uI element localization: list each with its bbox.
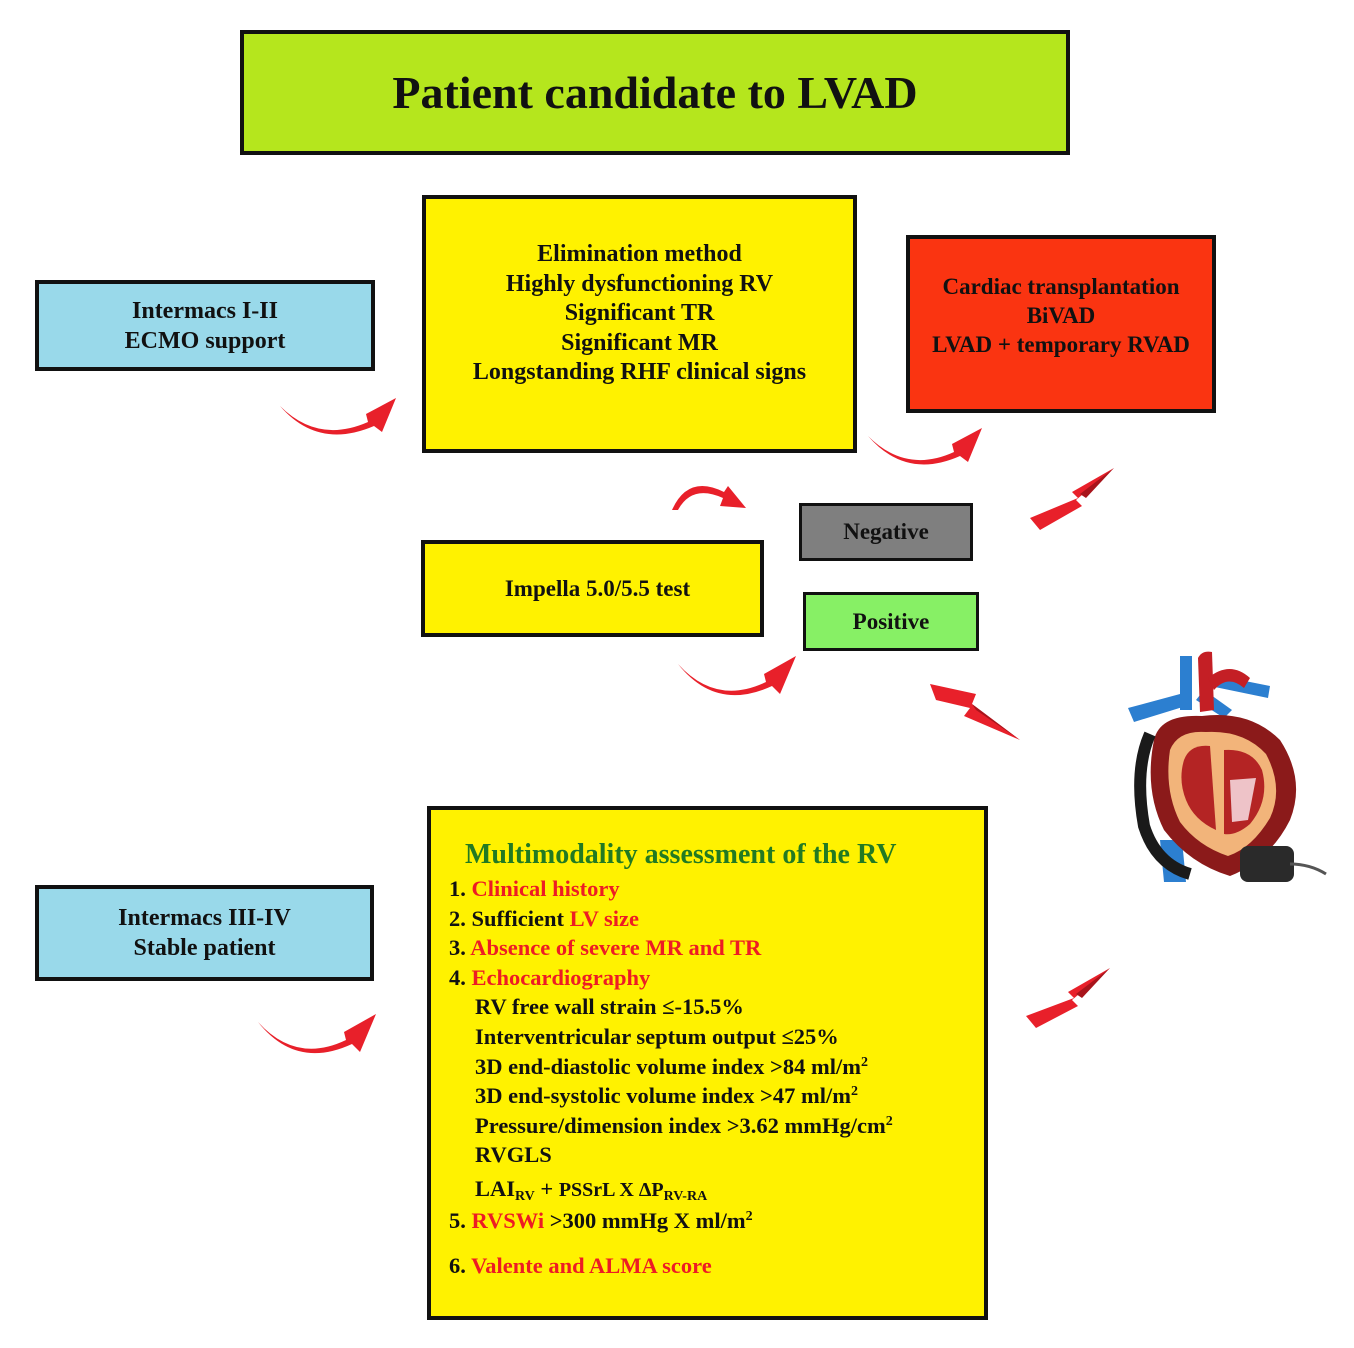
lai-text: LAI: [475, 1175, 516, 1201]
intermacs-high-line: ECMO support: [124, 327, 286, 354]
lightning-bolt-icon: [1026, 968, 1110, 1028]
item-highlight: Absence of severe MR and TR: [470, 935, 762, 961]
elimination-line: Highly dysfunctioning RV: [505, 270, 774, 297]
item-number: 1.: [449, 876, 466, 901]
item-highlight: Valente and ALMA score: [471, 1253, 712, 1279]
esvi-text: 3D end-systolic volume index >47 ml/m: [475, 1083, 851, 1109]
elimination-line: Elimination method: [537, 241, 742, 268]
intermacs-low-box: Intermacs III-IV Stable patient: [35, 885, 374, 981]
positive-label: Positive: [852, 608, 930, 634]
alternative-line: Cardiac transplantation: [942, 273, 1180, 299]
assessment-item-rvswi: 5. RVSWi >300 mmHg X ml/m2: [449, 1206, 753, 1236]
item-highlight: LV size: [569, 905, 640, 931]
intermacs-high-line: Intermacs I-II: [132, 297, 278, 324]
item-highlight: RVSWi: [471, 1207, 545, 1233]
elimination-line: Significant MR: [561, 329, 718, 356]
alternative-line: LVAD + temporary RVAD: [932, 331, 1190, 357]
item-number: 3.: [449, 935, 466, 961]
diagram-title: Patient candidate to LVAD: [392, 67, 918, 118]
assessment-item-clinical-history: 1. Clinical history: [449, 874, 620, 904]
assessment-item-scores: 6. Valente and ALMA score: [449, 1251, 712, 1281]
elimination-line: Longstanding RHF clinical signs: [472, 359, 807, 386]
intermacs-low-line: Stable patient: [133, 935, 276, 961]
superscript: 2: [850, 1084, 858, 1100]
negative-result-box: Negative: [799, 503, 973, 561]
curved-arrow-icon: [678, 656, 796, 696]
positive-result-box: Positive: [803, 592, 979, 651]
curved-arrow-icon: [868, 428, 982, 465]
subscript: RV: [515, 1188, 535, 1204]
item-number: 5.: [449, 1207, 466, 1233]
multimodality-title: Multimodality assessment of the RV: [465, 839, 897, 870]
item-text: Sufficient: [471, 905, 570, 931]
curved-arrow-icon: [280, 398, 396, 435]
title-box: Patient candidate to LVAD: [240, 30, 1070, 155]
echo-param-rvgls: RVGLS: [475, 1142, 552, 1168]
echo-param-strain: RV free wall strain ≤-15.5%: [475, 994, 744, 1020]
echo-param-esvi: 3D end-systolic volume index >47 ml/m2: [449, 1081, 858, 1111]
alternative-line: BiVAD: [1026, 302, 1096, 328]
item-number: 6.: [449, 1253, 466, 1279]
impella-test-label: Impella 5.0/5.5 test: [504, 575, 691, 601]
item-text: >300 mmHg X ml/m: [544, 1207, 746, 1233]
item-highlight: Echocardiography: [471, 964, 651, 990]
echo-param-septum: Interventricular septum output ≤25%: [475, 1023, 839, 1049]
elimination-method-box: Elimination method Highly dysfunctioning…: [422, 195, 857, 453]
pdi-text: Pressure/dimension index >3.62 mmHg/cm: [475, 1112, 886, 1138]
curved-arrow-icon: [672, 486, 746, 510]
edvi-text: 3D end-diastolic volume index >84 ml/m: [475, 1053, 861, 1079]
echo-param-edvi: 3D end-diastolic volume index >84 ml/m2: [449, 1052, 868, 1082]
pssrl-text: PSSrL X ΔP: [558, 1178, 664, 1201]
heart-with-lvad-icon: [1128, 651, 1327, 882]
item-number: 2.: [449, 905, 466, 931]
elimination-line: Significant TR: [564, 300, 715, 327]
echo-param-lai: LAIRV + PSSrL X ΔPRV-RA: [449, 1174, 707, 1206]
lightning-bolt-icon: [1030, 468, 1114, 530]
multimodality-assessment-box: Multimodality assessment of the RV 1. Cl…: [427, 806, 988, 1320]
superscript: 2: [860, 1054, 868, 1070]
impella-test-box: Impella 5.0/5.5 test: [421, 540, 764, 637]
alternatives-box: Cardiac transplantation BiVAD LVAD + tem…: [906, 235, 1216, 413]
item-highlight: Clinical history: [471, 876, 620, 901]
negative-label: Negative: [843, 519, 929, 544]
intermacs-low-line: Intermacs III-IV: [118, 905, 291, 931]
assessment-item-valve-regurgitation: 3. Absence of severe MR and TR: [449, 933, 761, 963]
curved-arrow-icon: [258, 1014, 376, 1054]
assessment-item-echocardiography: 4. Echocardiography: [449, 963, 650, 993]
subscript: RV-RA: [663, 1188, 708, 1204]
superscript: 2: [885, 1113, 893, 1129]
plus-sign: +: [534, 1175, 559, 1201]
lightning-bolt-icon: [930, 684, 1020, 740]
assessment-item-lv-size: 2. Sufficient LV size: [449, 904, 639, 934]
superscript: 2: [745, 1208, 753, 1224]
item-number: 4.: [449, 964, 466, 990]
echo-param-pdi: Pressure/dimension index >3.62 mmHg/cm2: [449, 1111, 893, 1141]
intermacs-high-box: Intermacs I-II ECMO support: [35, 280, 375, 371]
